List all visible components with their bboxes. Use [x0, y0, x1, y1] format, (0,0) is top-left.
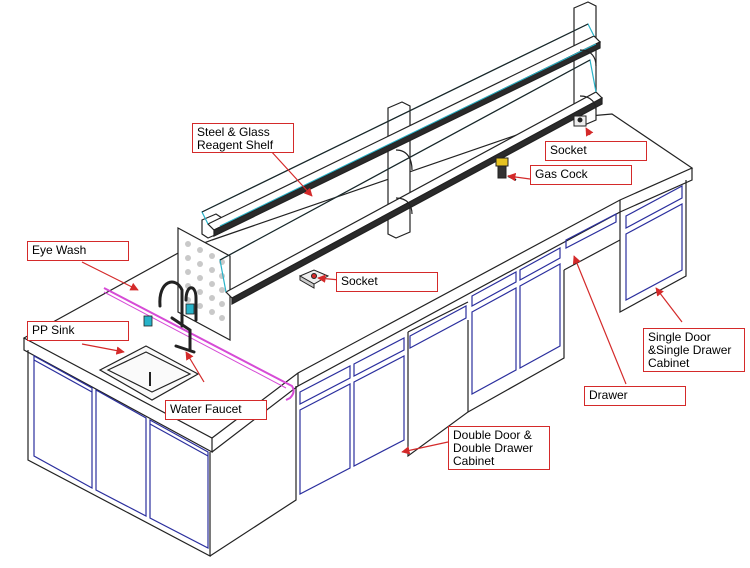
shelf-brackets [395, 49, 597, 215]
label-water-faucet: Water Faucet [165, 400, 267, 420]
double-door-cabinet [299, 337, 405, 495]
label-socket-top: Socket [545, 141, 647, 161]
label-gas-cock: Gas Cock [530, 165, 632, 185]
left-cabinet [33, 354, 209, 549]
eye-wash-heads [143, 303, 195, 327]
label-reagent-shelf: Steel & Glass Reagent Shelf [192, 123, 294, 153]
label-eye-wash: Eye Wash [27, 241, 129, 261]
single-door-cabinet [565, 184, 683, 302]
socket-top [573, 115, 587, 127]
label-double-door-cabinet: Double Door & Double Drawer Cabinet [448, 426, 550, 470]
socket-middle [298, 269, 330, 289]
label-single-door-cabinet: Single Door &Single Drawer Cabinet [643, 328, 745, 372]
label-pp-sink: PP Sink [27, 321, 129, 341]
water-faucet [158, 280, 198, 354]
lower-shelf [219, 59, 603, 306]
pp-sink [98, 345, 200, 401]
middle-cabinet [409, 246, 561, 396]
upper-shelf [201, 23, 602, 237]
label-socket-mid: Socket [336, 272, 438, 292]
service-pipe [103, 287, 295, 401]
label-drawer: Drawer [584, 386, 686, 406]
